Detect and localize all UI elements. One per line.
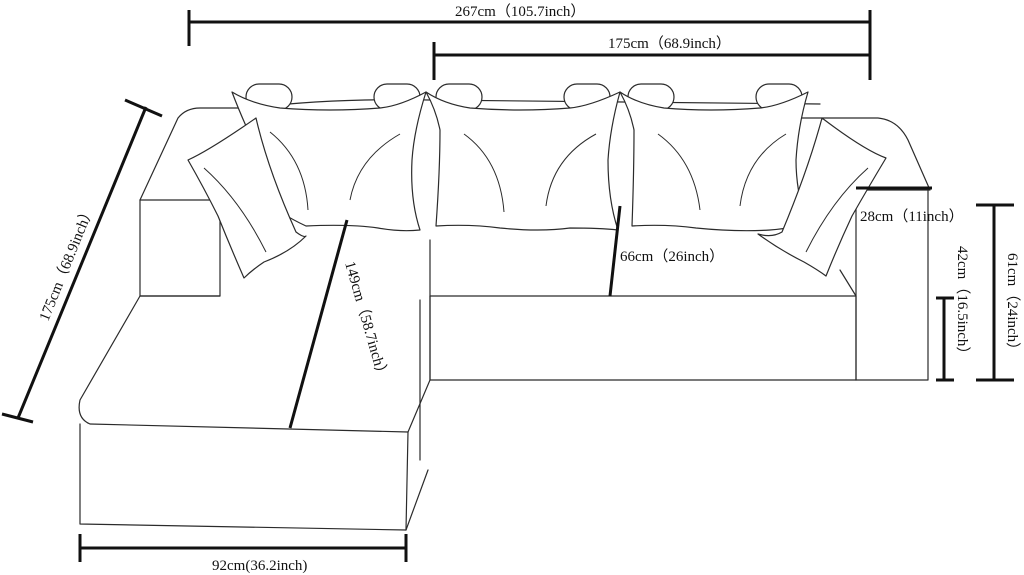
chaise-length-label: 175cm（68.9inch）: [36, 203, 98, 323]
left-arm-top: [139, 107, 251, 201]
arm-width-label: 28cm（11inch）: [860, 208, 964, 225]
pillow-crease: [203, 167, 267, 253]
pillow-crease: [805, 167, 869, 253]
right-arm-front: [855, 189, 929, 381]
back-cushion-right: [619, 91, 809, 232]
back-width-label: 175cm（68.9inch）: [608, 35, 731, 52]
chaise-depth-label: 149cm（58.7inch）: [341, 259, 391, 382]
bolsters: [245, 83, 803, 111]
seat-height-label: 42cm（16.5inch）: [954, 246, 971, 361]
chaise-length-tick-top: [124, 98, 163, 118]
overall-width-label: 267cm（105.7inch）: [455, 3, 585, 20]
backrest-top: [249, 99, 821, 109]
throw-pillows: [187, 117, 887, 279]
chaise-side-bottom: [405, 469, 429, 531]
chaise-width-label: 92cm(36.2inch): [212, 558, 307, 574]
dimension-lines: [1, 10, 1014, 562]
chaise-top: [78, 295, 409, 433]
cushion-crease: [463, 133, 505, 213]
dimension-labels: 267cm（105.7inch） 175cm（68.9inch） 175cm（6…: [36, 3, 1021, 574]
cushion-crease: [349, 133, 401, 201]
cushion-crease: [545, 133, 597, 207]
seat-depth-line: [608, 205, 622, 297]
chaise-inner-edge: [407, 239, 431, 433]
main-seat-right-edge: [839, 269, 857, 381]
throw-pillow-right: [757, 117, 887, 277]
chaise-depth-line: [288, 219, 349, 429]
cushion-crease: [657, 133, 701, 211]
chaise-length-tick-bottom: [1, 412, 34, 424]
chaise-length-line: [16, 106, 148, 419]
left-arm-front: [139, 199, 221, 297]
back-cushion-center: [425, 91, 621, 231]
right-arm-top: [799, 117, 931, 191]
seat-depth-label: 66cm（26inch）: [620, 248, 724, 265]
back-cushions: [231, 91, 809, 232]
throw-pillow-left: [187, 117, 307, 279]
total-height-label: 61cm（24inch）: [1004, 253, 1021, 357]
chaise-front: [79, 423, 409, 531]
cushion-crease: [269, 131, 309, 211]
cushion-crease: [739, 133, 787, 207]
